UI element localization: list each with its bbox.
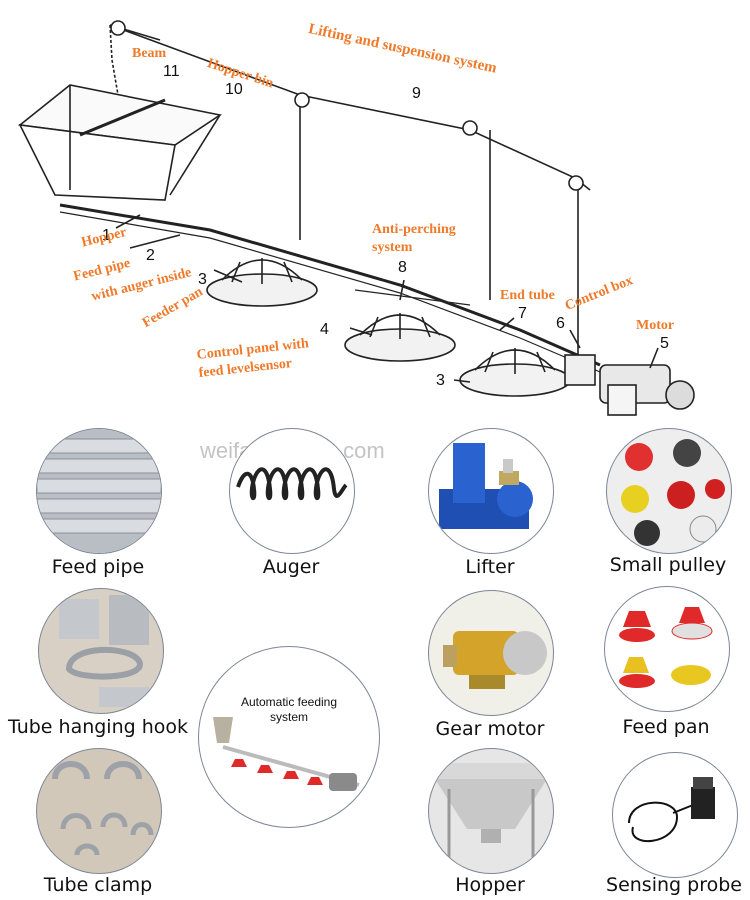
label-end-tube: End tube bbox=[500, 288, 555, 303]
number-5: 5 bbox=[660, 335, 669, 352]
caption-auger: Auger bbox=[262, 556, 320, 578]
small-pulley-photo bbox=[606, 428, 732, 554]
number-10: 10 bbox=[225, 81, 243, 98]
number-1: 1 bbox=[102, 227, 111, 244]
number-2: 2 bbox=[146, 247, 155, 264]
number-4: 4 bbox=[320, 321, 329, 338]
label-anti-perching-2: system bbox=[372, 240, 413, 255]
automatic-feeding-system-photo: Automatic feeding system bbox=[198, 646, 380, 828]
caption-tube-clamp: Tube clamp bbox=[43, 874, 153, 896]
caption-gear-motor: Gear motor bbox=[435, 718, 545, 740]
gear-motor-photo bbox=[428, 590, 554, 716]
feeding-system-diagram: Beam 11 Hopper bin 10 Lifting and suspen… bbox=[0, 0, 750, 420]
number-11: 11 bbox=[163, 63, 180, 80]
sensing-probe-photo bbox=[612, 752, 738, 878]
automatic-title-line2: system bbox=[269, 710, 308, 724]
number-3-top: 3 bbox=[198, 271, 207, 288]
number-6: 6 bbox=[556, 315, 565, 332]
automatic-title-line1: Automatic feeding bbox=[240, 695, 338, 709]
feed-pan-photo bbox=[604, 586, 730, 712]
caption-feed-pan: Feed pan bbox=[622, 716, 710, 738]
tube-clamp-photo bbox=[36, 748, 162, 874]
hopper-photo bbox=[428, 748, 554, 874]
tube-hanging-hook-photo bbox=[38, 588, 164, 714]
diagram-drawing bbox=[18, 20, 695, 416]
caption-lifter: Lifter bbox=[465, 556, 515, 578]
caption-tube-hanging-hook: Tube hanging hook bbox=[7, 716, 189, 738]
caption-hopper: Hopper bbox=[455, 874, 525, 896]
label-beam: Beam bbox=[132, 46, 167, 61]
caption-feed-pipe: Feed pipe bbox=[51, 556, 145, 578]
label-anti-perching-1: Anti-perching bbox=[372, 222, 456, 237]
auger-photo bbox=[229, 428, 355, 554]
number-9: 9 bbox=[412, 85, 421, 102]
feed-pipe-photo bbox=[36, 428, 162, 554]
label-motor: Motor bbox=[636, 318, 675, 333]
lifter-photo bbox=[428, 428, 554, 554]
number-7: 7 bbox=[518, 305, 527, 322]
number-8: 8 bbox=[398, 259, 407, 276]
number-3-bottom: 3 bbox=[436, 372, 445, 389]
caption-sensing-probe: Sensing probe bbox=[606, 874, 742, 896]
caption-small-pulley: Small pulley bbox=[609, 554, 727, 576]
